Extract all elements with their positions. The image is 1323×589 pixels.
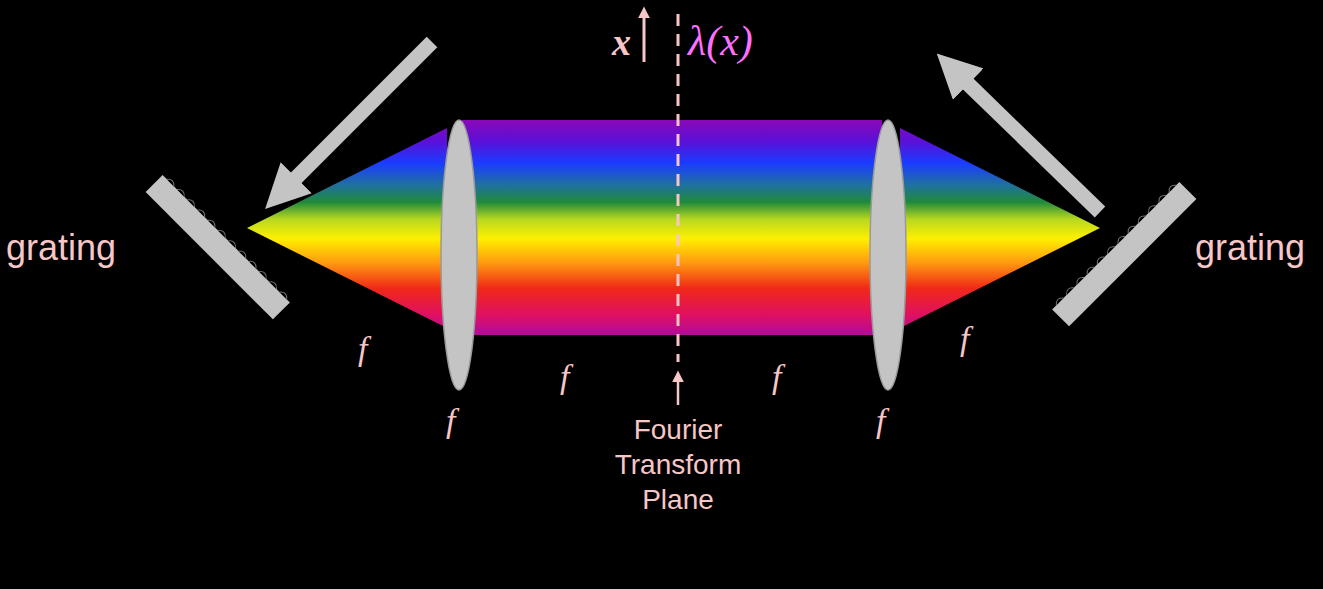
focal-length: f	[876, 402, 885, 439]
part-name: grating	[6, 228, 116, 268]
x-axis-arrow	[643, 16, 646, 62]
focal-length: f	[772, 358, 781, 395]
focal-length: f	[358, 330, 367, 367]
fourier-plane-line	[677, 14, 680, 362]
wavelength-label: λ(x)	[688, 18, 753, 64]
grating-symbol	[146, 173, 292, 319]
plane-caption: Fourier Transform Plane	[603, 412, 753, 517]
axis-label: x	[612, 22, 631, 64]
output-arrow	[962, 78, 1100, 212]
grating-symbol	[1050, 180, 1196, 326]
focal-length: f	[560, 358, 569, 395]
input-arrow	[290, 42, 432, 184]
focal-length: f	[446, 402, 455, 439]
lens	[441, 120, 477, 390]
part-name: grating	[1195, 228, 1305, 268]
lens	[870, 120, 906, 390]
collimated-spectrum	[462, 120, 882, 335]
spectral-beam	[247, 120, 1100, 335]
focal-length: f	[960, 320, 969, 357]
plane-pointer	[677, 380, 680, 405]
